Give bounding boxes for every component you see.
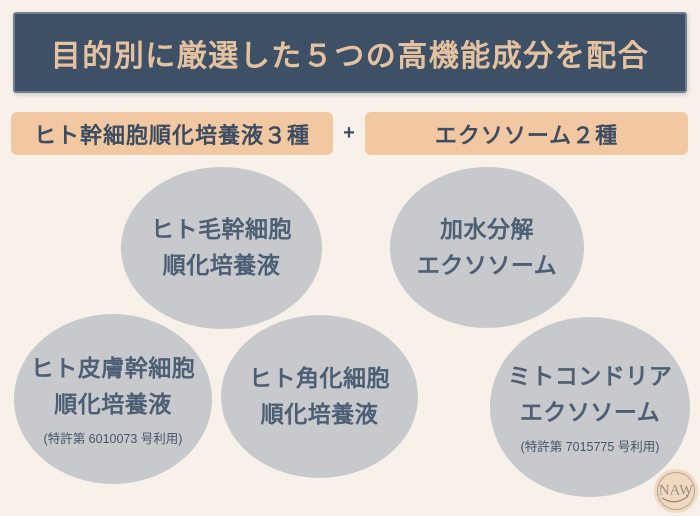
ingredient-line: ヒト皮膚幹細胞 [30,355,196,382]
swoosh-arrow-icon [661,496,688,503]
page-title: 目的別に厳選した５つの高機能成分を配合 [50,39,650,73]
category-label-stem-cell-media: ヒト幹細胞順化培養液３種 [11,112,333,155]
ingredient-bubble-hair-stem-cell: ヒト毛幹細胞 順化培養液 [121,167,322,329]
ingredient-line: 加水分解 [440,215,534,242]
category-label-text: エクソソーム２種 [434,122,619,148]
logo-circle [654,469,698,513]
ingredient-name: 加水分解 エクソソーム [417,212,557,283]
patent-note: (特許第 7015775 号利用) [520,439,660,454]
ingredient-name: ミトコンドリア エクソソーム [508,359,673,430]
ingredient-line: ヒト角化細胞 [249,364,390,391]
ingredient-name: ヒト毛幹細胞 順化培養液 [151,212,292,283]
category-label-text: ヒト幹細胞順化培養液３種 [33,122,310,148]
ingredient-name: ヒト角化細胞 順化培養液 [249,361,390,432]
naw-logo-icon: NAW [654,469,698,513]
ingredient-line: エクソソーム [519,399,661,425]
ingredient-bubble-keratinocyte: ヒト角化細胞 順化培養液 [221,315,418,478]
ingredient-bubble-hydrolyzed-exosome: 加水分解 エクソソーム [390,167,584,328]
ingredient-bubble-mitochondria-exosome: ミトコンドリア エクソソーム (特許第 7015775 号利用) [490,317,690,497]
plus-icon: + [343,122,355,144]
ingredient-line: エクソソーム [416,251,558,278]
logo-text: NAW [659,483,694,499]
logo-ring [657,472,695,510]
header-banner: 目的別に厳選した５つの高機能成分を配合 [13,12,687,93]
patent-note: (特許第 6010073 号利用) [43,431,183,446]
ingredient-line: 順化培養液 [162,252,281,278]
ingredient-line: 順化培養液 [260,400,379,427]
ingredient-bubble-skin-stem-cell: ヒト皮膚幹細胞 順化培養液 (特許第 6010073 号利用) [14,314,212,484]
category-label-exosome: エクソソーム２種 [365,112,688,155]
ingredient-line: ミトコンドリア [507,363,673,390]
naw-logo: NAW [653,468,699,514]
ingredient-name: ヒト皮膚幹細胞 順化培養液 [31,351,196,422]
ingredient-line: ヒト毛幹細胞 [151,216,292,243]
swoosh-arrowhead-icon [685,494,689,498]
ingredient-line: 順化培養液 [54,391,172,417]
